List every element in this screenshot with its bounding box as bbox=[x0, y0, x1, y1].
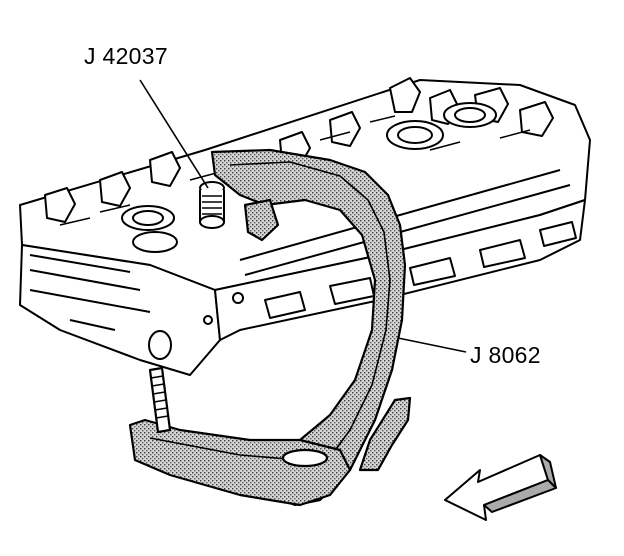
arrow-left-icon bbox=[444, 454, 557, 521]
callout-label-j42037: J 42037 bbox=[84, 43, 168, 69]
leader-line-j8062 bbox=[397, 337, 467, 353]
leader-line-j42037 bbox=[139, 79, 209, 189]
spring-compressor-tool bbox=[128, 148, 412, 507]
adapter-stud bbox=[199, 181, 225, 229]
cylinder-head bbox=[19, 77, 591, 376]
callout-label-j8062: J 8062 bbox=[470, 342, 541, 368]
